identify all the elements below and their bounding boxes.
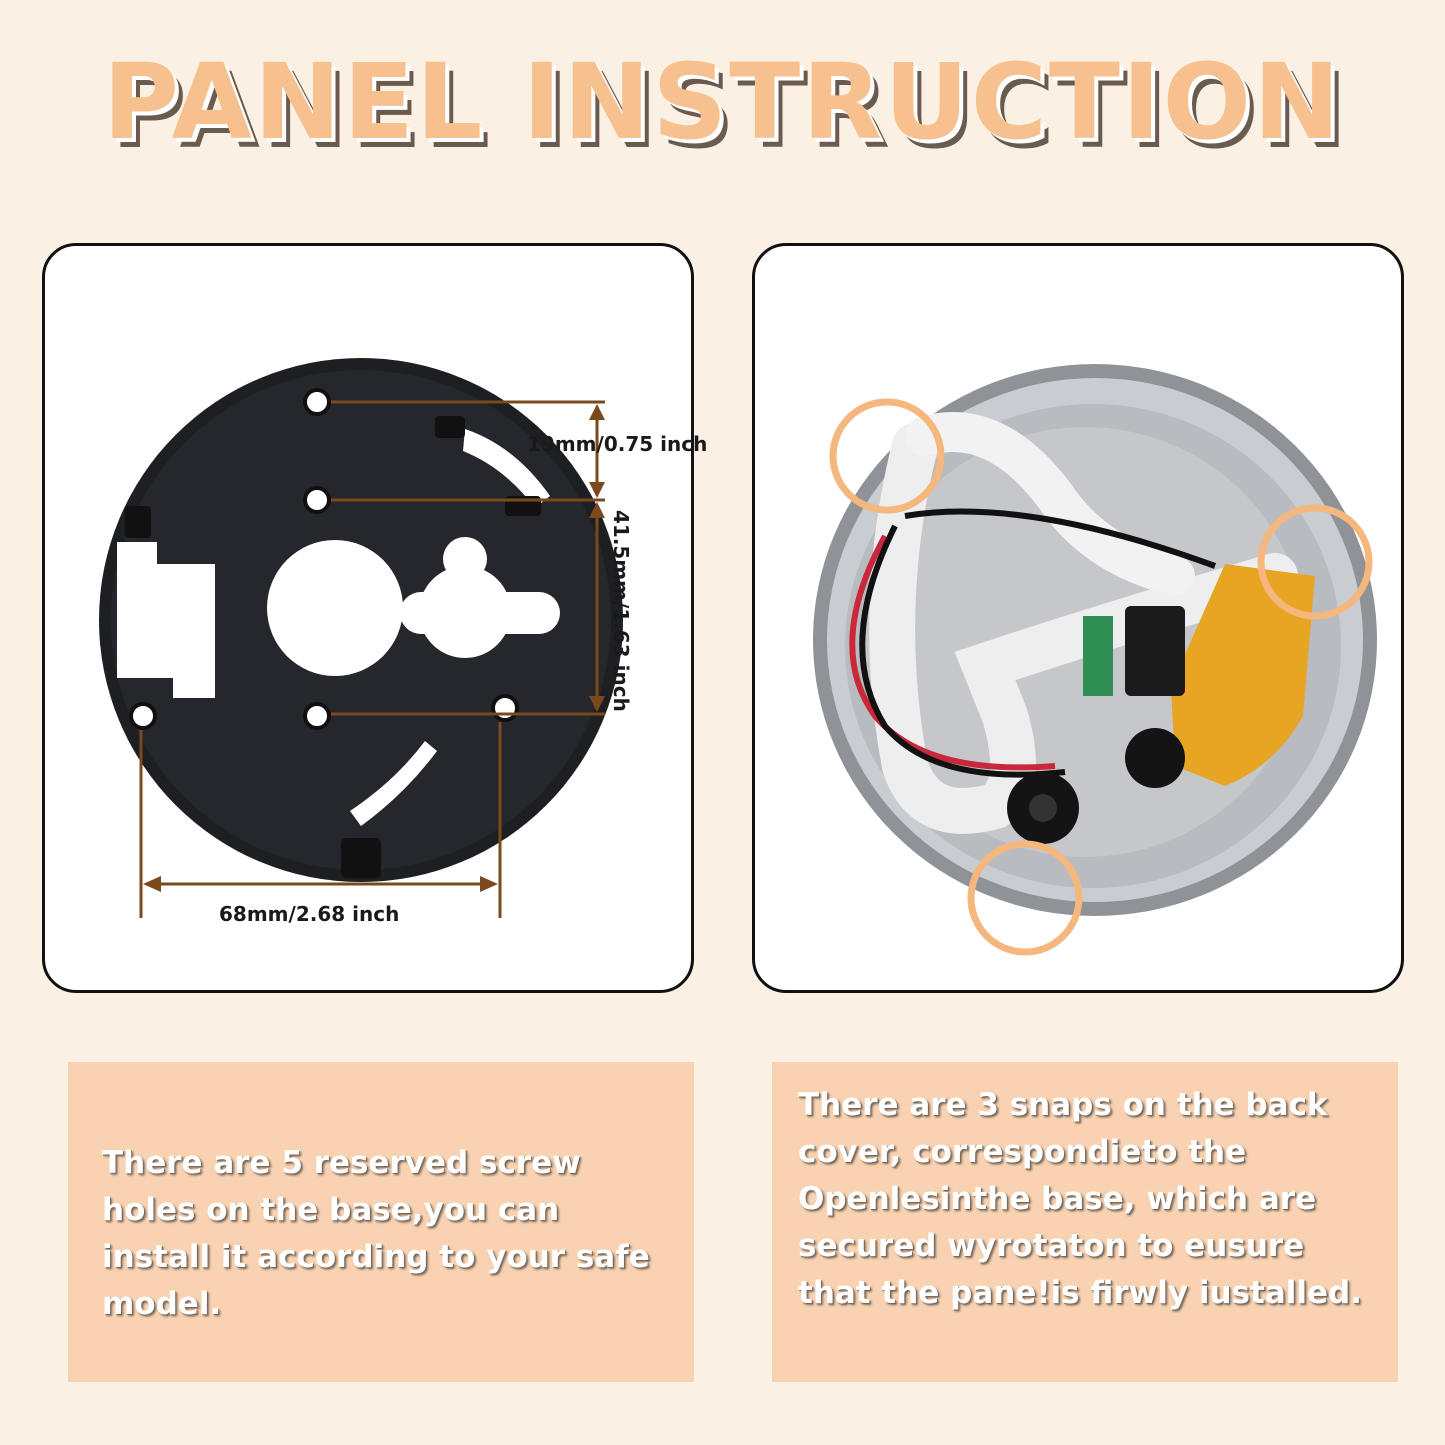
- dim-width-label: 68mm/2.68 inch: [219, 902, 400, 926]
- caption-right-text: There are 3 snaps on the back cover, cor…: [798, 1087, 1362, 1311]
- caption-left-text: There are 5 reserved screw holes on the …: [102, 1145, 650, 1322]
- base-plate-illustration: [85, 358, 623, 918]
- page-title: PANEL INSTRUCTION: [102, 41, 1343, 163]
- caption-box-left: There are 5 reserved screw holes on the …: [68, 1062, 694, 1382]
- back-cover-card: [752, 243, 1404, 993]
- back-cover-illustration: [813, 364, 1377, 956]
- dim-vertical-span-label: 41.5mm/1.63 inch: [609, 510, 633, 712]
- snap-highlight-circles: [829, 398, 1373, 956]
- base-panel-card: 19mm/0.75 inch 41.5mm/1.63 inch 68mm/2.6…: [42, 243, 707, 993]
- dim-top-spacing-label: 19mm/0.75 inch: [527, 432, 708, 456]
- caption-box-right: There are 3 snaps on the back cover, cor…: [772, 1062, 1398, 1382]
